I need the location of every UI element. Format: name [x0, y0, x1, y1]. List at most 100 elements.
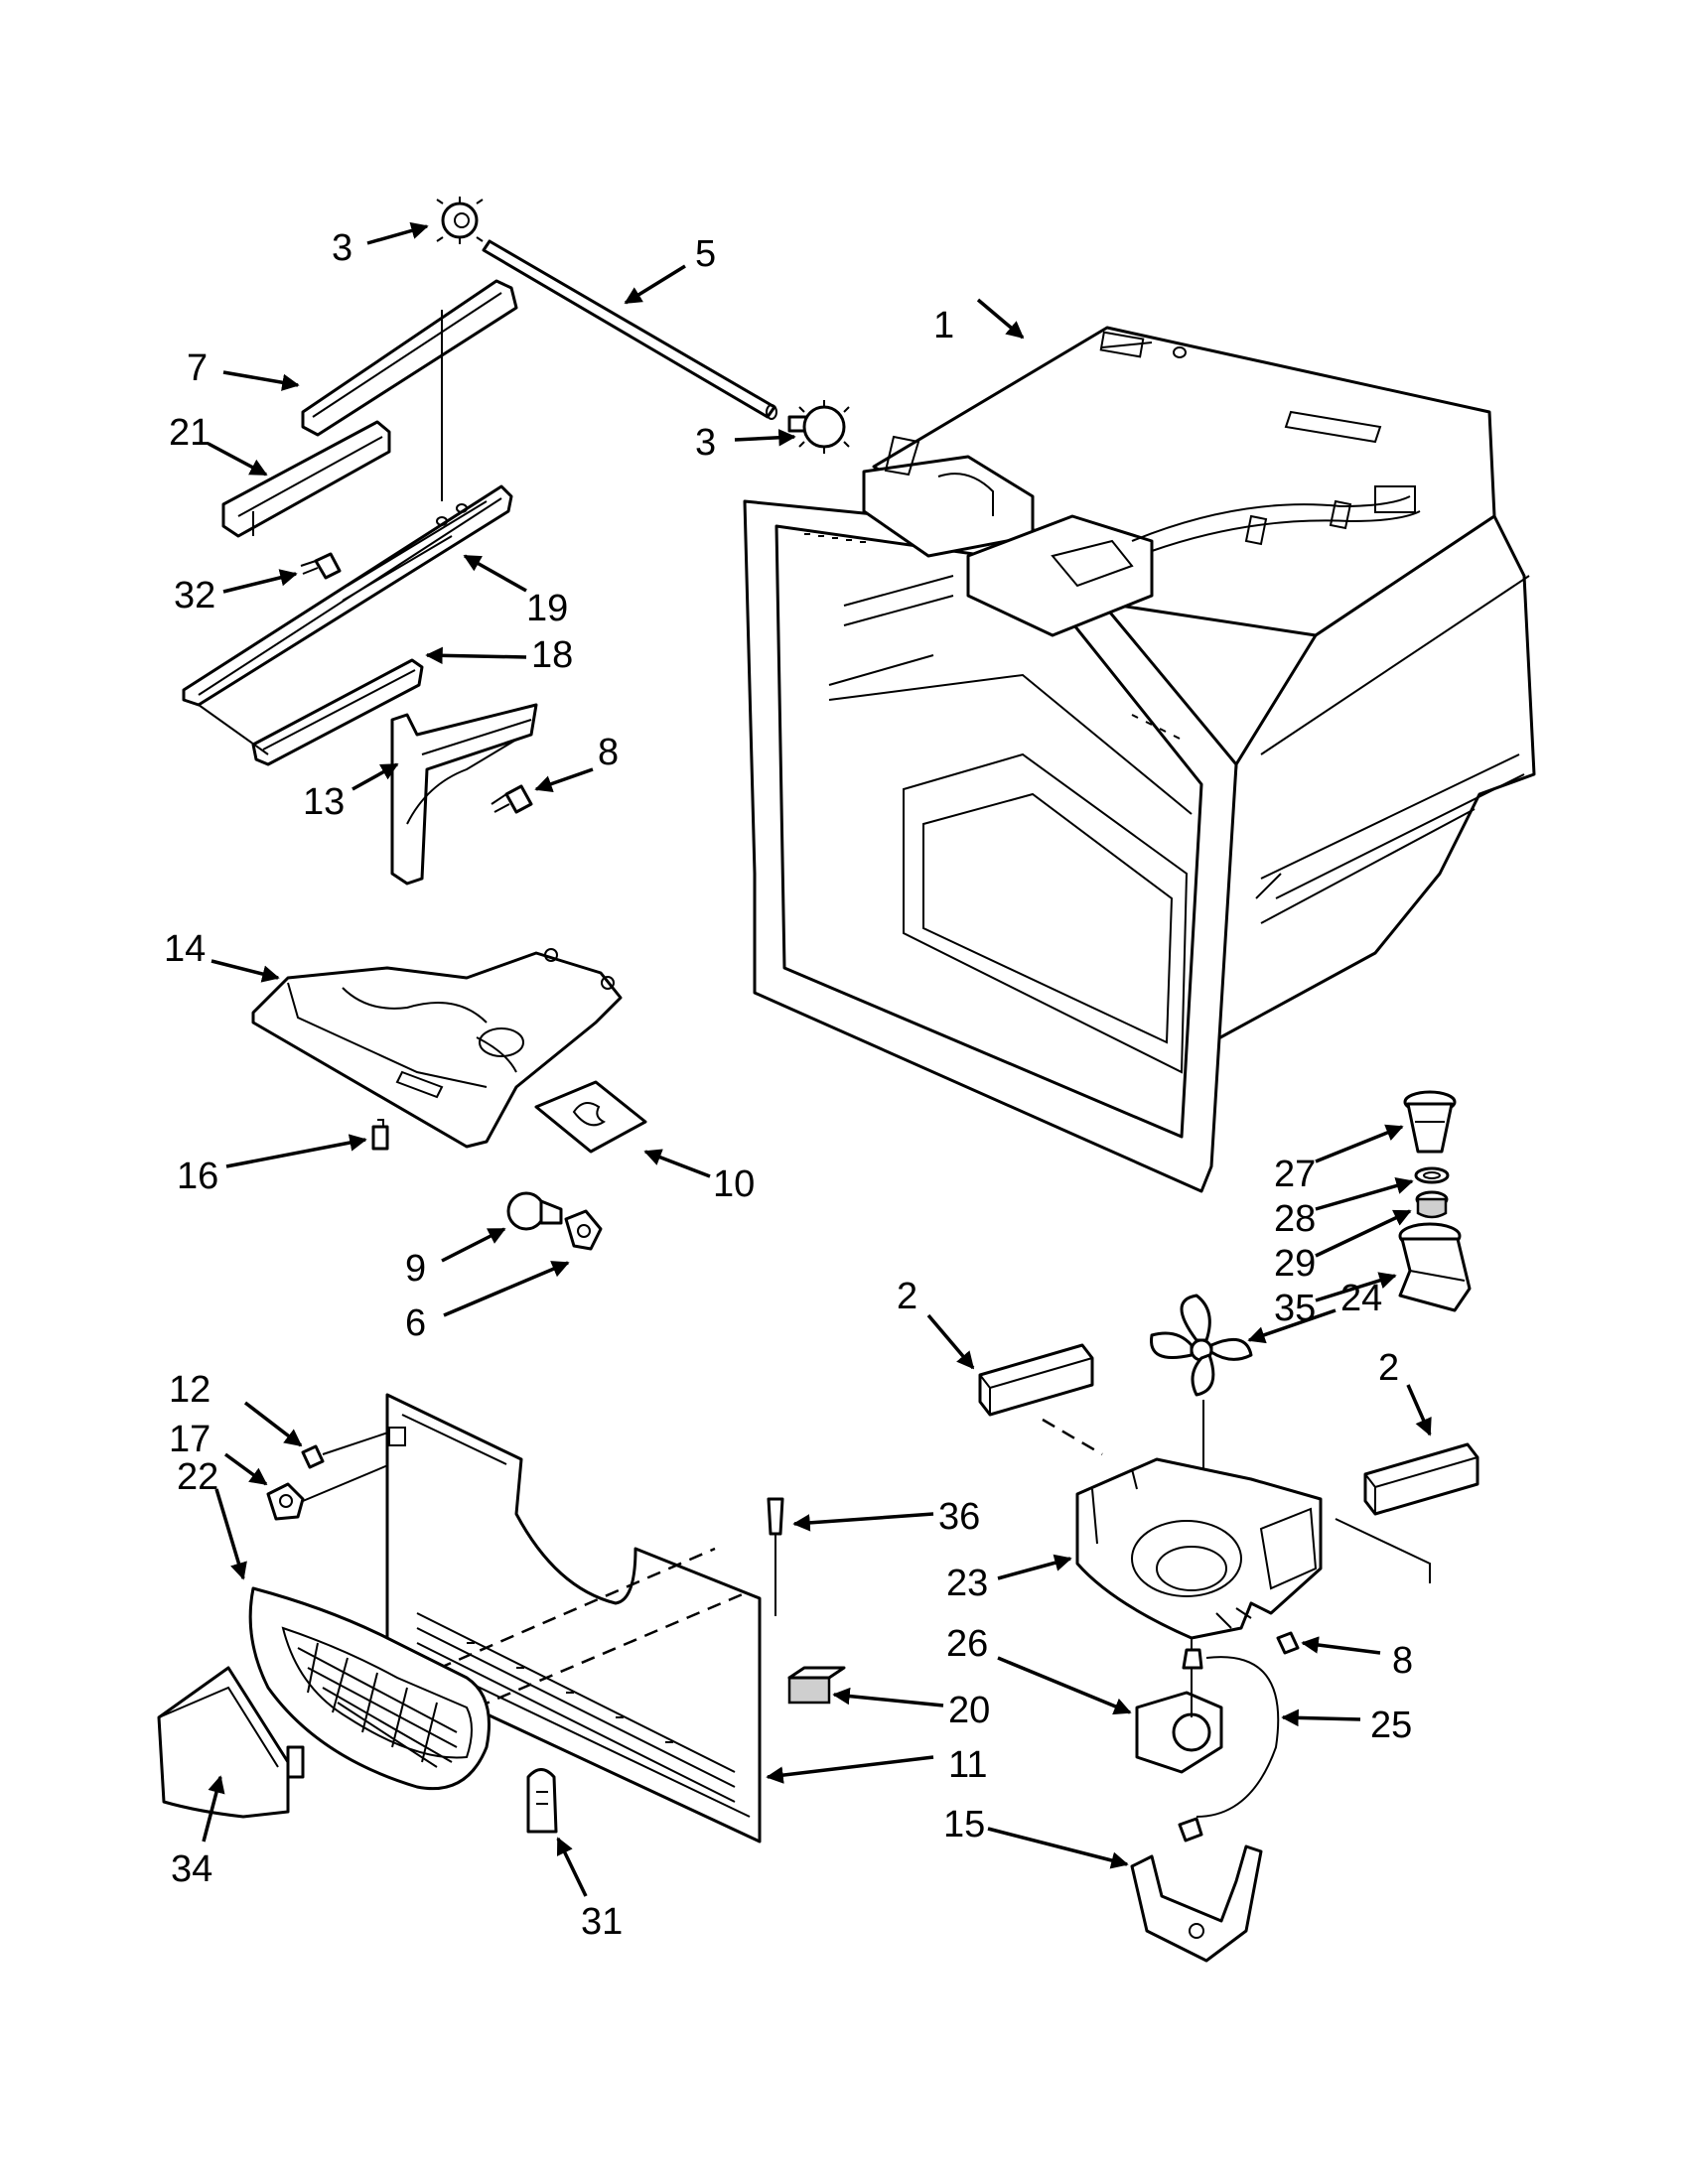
- callout-29: 29: [1274, 1243, 1316, 1285]
- leader-14: [211, 959, 280, 983]
- leader-16: [225, 1134, 367, 1168]
- leader-28: [1315, 1176, 1414, 1211]
- leader-1: [976, 298, 1025, 340]
- fan-housing-part-23: [1075, 1457, 1323, 1640]
- thermistor-part-17: [266, 1458, 403, 1521]
- leader-11: [766, 1755, 934, 1784]
- leader-36: [792, 1512, 934, 1532]
- callout-1: 1: [933, 305, 954, 346]
- leader-19: [463, 554, 527, 593]
- callout-5: 5: [695, 233, 716, 275]
- callout-34: 34: [171, 1848, 212, 1890]
- leader-22: [214, 1488, 247, 1580]
- seal-ring-part-28: [1414, 1166, 1450, 1184]
- socket-part-6: [564, 1209, 603, 1251]
- leader-5: [624, 264, 686, 305]
- callout-25: 25: [1370, 1705, 1412, 1746]
- duct-cap-part-27: [1403, 1090, 1457, 1154]
- callout-27: 27: [1274, 1154, 1316, 1195]
- gear-part-lower: [787, 400, 850, 454]
- label-part-10: [534, 1080, 647, 1154]
- duct-part-35: [1398, 1222, 1472, 1312]
- callout-2-left: 2: [897, 1276, 917, 1317]
- callout-15: 15: [943, 1804, 985, 1845]
- leader-6: [443, 1261, 570, 1317]
- callout-3-upper: 3: [332, 227, 352, 269]
- leader-8-lower: [1301, 1636, 1381, 1655]
- foam-pad-part-2-left: [978, 1343, 1103, 1456]
- bulb-part-9: [506, 1191, 563, 1231]
- rail-part-18: [198, 658, 424, 766]
- mounting-bracket-part-15: [1130, 1817, 1263, 1963]
- callout-labels: 1 2 2 3 3 5 6 7 8 8 9 10 11 12 13 14 15 …: [164, 227, 1413, 1943]
- leader-18: [425, 646, 527, 665]
- callout-12: 12: [169, 1369, 211, 1411]
- freezer-liner-part: [743, 326, 1536, 1193]
- callout-23: 23: [946, 1563, 988, 1604]
- fan-motor-part-26: [1135, 1638, 1223, 1774]
- callout-14: 14: [164, 928, 206, 970]
- callout-8-upper: 8: [598, 732, 619, 773]
- wire-harness-part-25: [1196, 1656, 1280, 1818]
- callout-8-lower: 8: [1392, 1640, 1413, 1682]
- callout-20: 20: [948, 1690, 990, 1731]
- leader-21: [208, 442, 268, 477]
- callout-22: 22: [177, 1456, 218, 1498]
- probe-part-36: [767, 1497, 784, 1616]
- screw-part-8-lower: [1276, 1631, 1300, 1655]
- leader-9: [441, 1227, 506, 1263]
- leader-2-right: [1406, 1384, 1432, 1436]
- leader-29: [1315, 1209, 1412, 1258]
- callout-28: 28: [1274, 1198, 1316, 1240]
- leader-15: [987, 1827, 1129, 1869]
- leader-27: [1315, 1124, 1404, 1163]
- panel-part-11: [385, 1393, 762, 1843]
- leader-17: [223, 1452, 268, 1486]
- leader-34: [202, 1775, 225, 1843]
- callout-35: 35: [1274, 1288, 1316, 1329]
- grommet-part-29: [1415, 1190, 1449, 1219]
- leader-2-left: [926, 1313, 975, 1370]
- screw-part-8-upper: [491, 784, 533, 814]
- seal-strip-part-20: [787, 1666, 846, 1705]
- callout-6: 6: [405, 1302, 426, 1344]
- callout-11: 11: [948, 1744, 987, 1786]
- leader-12: [243, 1401, 303, 1447]
- gear-part-upper: [436, 197, 484, 244]
- leader-8-upper: [534, 767, 594, 793]
- callout-17: 17: [169, 1419, 211, 1460]
- foam-pad-part-2-right: [1335, 1442, 1479, 1583]
- callout-31: 31: [581, 1901, 623, 1943]
- callout-26: 26: [946, 1623, 988, 1665]
- leader-lines: [202, 221, 1432, 1897]
- callout-21: 21: [169, 412, 211, 454]
- leader-24: [1247, 1308, 1336, 1344]
- bracket-part-21: [221, 420, 391, 538]
- switch-part-16: [371, 1119, 389, 1151]
- callout-10: 10: [713, 1163, 755, 1205]
- callout-9: 9: [405, 1248, 426, 1290]
- callout-16: 16: [177, 1156, 218, 1197]
- callout-24: 24: [1340, 1278, 1382, 1319]
- grille-part-22: [248, 1586, 491, 1791]
- callout-7: 7: [187, 347, 208, 389]
- callout-2-right: 2: [1378, 1347, 1399, 1389]
- rod-part: [482, 239, 777, 420]
- leader-23: [997, 1554, 1072, 1580]
- leader-7: [222, 370, 300, 391]
- callout-13: 13: [303, 781, 345, 823]
- bracket-part-13: [390, 703, 538, 886]
- leader-13: [352, 762, 399, 791]
- callout-3-lower: 3: [695, 422, 716, 464]
- fan-blade-part-24: [1150, 1294, 1253, 1509]
- clip-part-31: [526, 1768, 558, 1834]
- leader-35: [1315, 1272, 1397, 1302]
- leader-25: [1281, 1708, 1361, 1727]
- leader-10: [643, 1149, 711, 1178]
- leader-32: [222, 569, 298, 594]
- leader-3-lower: [734, 429, 796, 447]
- rail-part-19: [182, 484, 513, 707]
- leader-31: [556, 1837, 588, 1897]
- cover-part-14: [251, 948, 623, 1149]
